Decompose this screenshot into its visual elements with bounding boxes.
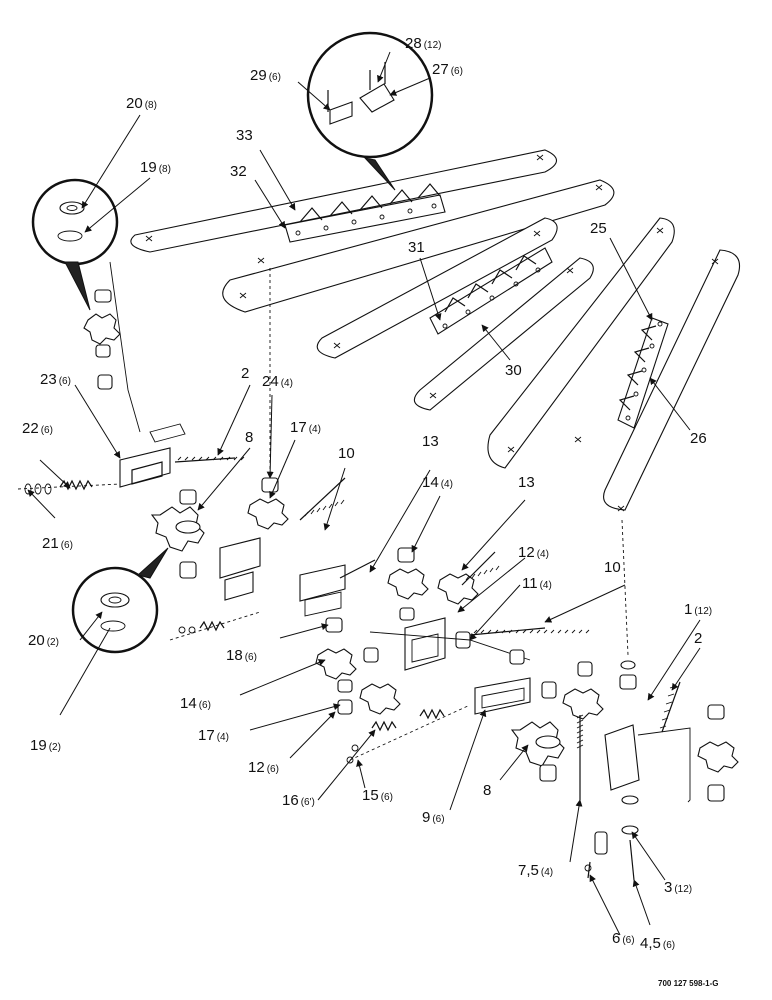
- chain-assemblies: [284, 183, 669, 429]
- belt-hole-marks: [145, 154, 719, 512]
- callout-10-upper: 10: [338, 445, 355, 462]
- sprocket-assemblies: [17, 261, 739, 881]
- leader-lines: [27, 51, 701, 936]
- sprocket-stack-lower-left: [315, 617, 401, 715]
- callout-13-right: 13: [518, 474, 535, 491]
- callout-33: 33: [236, 127, 253, 144]
- bracket-center-left: [219, 477, 376, 617]
- callout-19-lower: 19(2): [30, 737, 61, 754]
- callout-9: 9(6): [422, 809, 445, 826]
- belt-strip-2: [222, 179, 615, 313]
- callout-20-lower: 20(2): [28, 632, 59, 649]
- callout-28: 28(12): [405, 35, 441, 52]
- callout-16: 16(6'): [282, 792, 315, 809]
- detail-circle-upper-left: [31, 178, 119, 311]
- callout-8-right: 8: [483, 782, 491, 799]
- callout-30: 30: [505, 362, 522, 379]
- callout-26: 26: [690, 430, 707, 447]
- callout-labels: 28(12) 29(6) 27(6) 20(8) 19(8) 33 32 25 …: [22, 35, 712, 952]
- spring-assembly-lower: [169, 611, 471, 764]
- sprocket-stack-upper-left: [83, 261, 141, 433]
- callout-6: 6(6): [612, 930, 635, 947]
- callout-1: 1(12): [684, 601, 712, 618]
- callout-14-lower: 14(6): [180, 695, 211, 712]
- drawing-number: 700 127 598-1-G: [658, 979, 719, 988]
- chain-30-31: [429, 247, 553, 335]
- belt-strip-5: [487, 217, 675, 469]
- sprocket-8-left: [150, 489, 205, 579]
- callout-14-upper: 14(4): [422, 474, 453, 491]
- belt-strips: [130, 149, 741, 512]
- callout-27: 27(6): [432, 61, 463, 78]
- sprocket-14-upper: [387, 547, 500, 649]
- callout-17-lower: 17(4): [198, 727, 229, 744]
- callout-23: 23(6): [40, 371, 71, 388]
- callout-31: 31: [408, 239, 425, 256]
- callout-21: 21(6): [42, 535, 73, 552]
- callout-8-left: 8: [245, 429, 253, 446]
- belt-strip-3: [316, 217, 558, 359]
- callout-12-lower: 12(6): [248, 759, 279, 776]
- callout-7-5: 7,5(4): [518, 862, 553, 879]
- callout-18: 18(6): [226, 647, 257, 664]
- chain-25-26: [617, 317, 669, 429]
- callout-32: 32: [230, 163, 247, 180]
- callout-20-top: 20(8): [126, 95, 157, 112]
- callout-29: 29(6): [250, 67, 281, 84]
- right-side-assembly: [584, 519, 739, 881]
- callout-17-upper: 17(4): [290, 419, 321, 436]
- callout-12-upper: 12(4): [518, 544, 549, 561]
- callout-19-top: 19(8): [140, 159, 171, 176]
- bracket-9: [474, 649, 557, 715]
- sprocket-8-right: [510, 661, 604, 800]
- callout-2-right: 2: [694, 630, 702, 647]
- chain-32-33: [284, 183, 446, 243]
- callout-10-right: 10: [604, 559, 621, 576]
- callout-11: 11(4): [522, 575, 552, 592]
- callout-13-upper: 13: [422, 433, 439, 450]
- callout-3: 3(12): [664, 879, 692, 896]
- callout-15: 15(6): [362, 787, 393, 804]
- belt-strip-6: [603, 249, 741, 511]
- belt-strip-1: [130, 149, 558, 253]
- callout-2-upper: 2: [241, 365, 249, 382]
- callout-25: 25: [590, 220, 607, 237]
- callout-4-5: 4,5(6): [640, 935, 675, 952]
- bracket-23: [119, 423, 245, 488]
- callout-22: 22(6): [22, 420, 53, 437]
- detail-circle-lower-left: [71, 547, 169, 654]
- callout-24: 24(4): [262, 373, 293, 390]
- belt-strip-4: [413, 257, 594, 411]
- bracket-center: [369, 617, 590, 671]
- detail-circle-top: [306, 31, 434, 191]
